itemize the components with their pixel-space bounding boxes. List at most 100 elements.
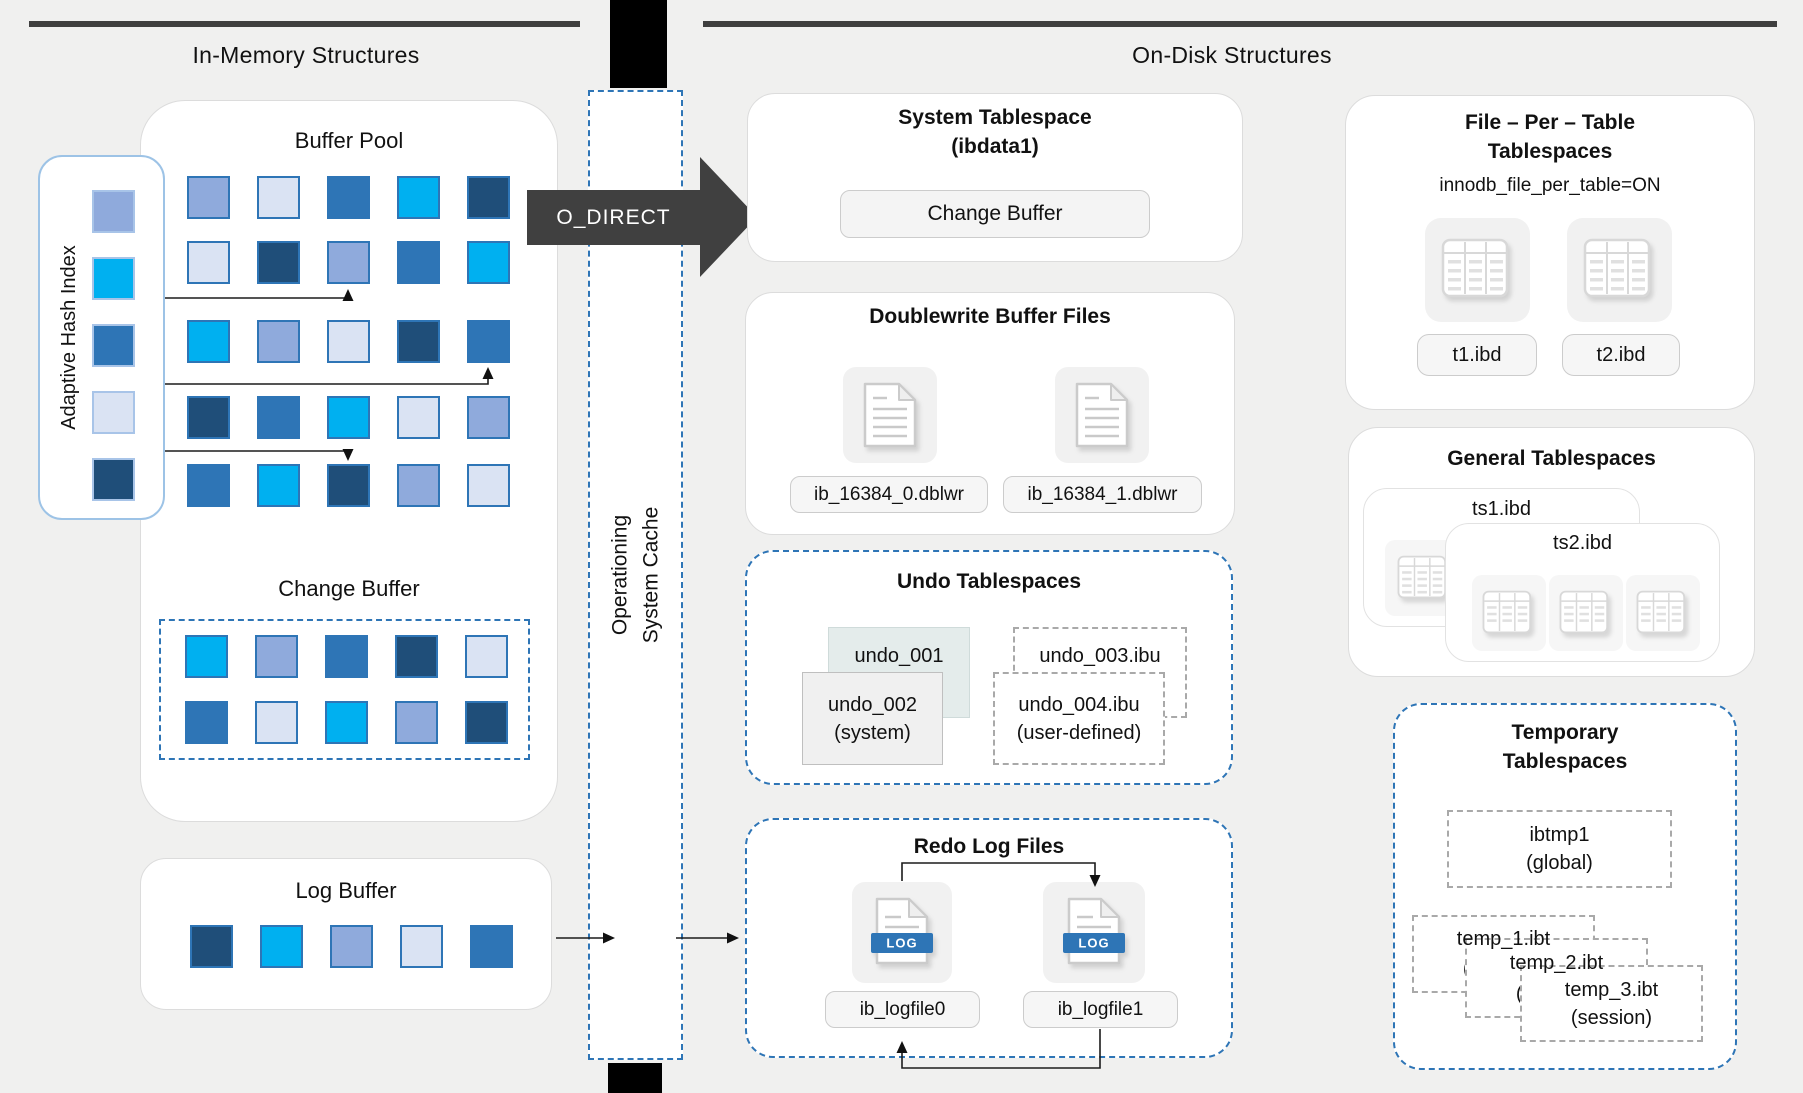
page-cell-medium xyxy=(327,176,370,219)
change-buffer-title: Change Buffer xyxy=(278,576,420,601)
undo-003-label: undo_003.ibu xyxy=(1039,645,1161,667)
buffer-pool-title: Buffer Pool xyxy=(294,128,404,153)
page-cell-periwinkle xyxy=(395,701,438,744)
page-cell-periwinkle xyxy=(255,635,298,678)
doublewrite-file-tile xyxy=(1055,367,1149,463)
table-icon xyxy=(1559,590,1609,633)
page-cell-periwinkle xyxy=(187,176,230,219)
page-cell-periwinkle xyxy=(330,925,373,968)
doublewrite-title: Doublewrite Buffer Files xyxy=(869,305,1111,328)
log-banner-text: LOG xyxy=(1078,935,1109,950)
page-cell-navy xyxy=(397,320,440,363)
change-buffer-box xyxy=(159,619,530,760)
doublewrite-file-label: ib_16384_1.dblwr xyxy=(1003,476,1202,513)
page-cell-navy xyxy=(187,396,230,439)
file-per-table-title: File – Per – Table Tablespaces innodb_fi… xyxy=(1345,108,1755,200)
adaptive-hash-index-label: Adaptive Hash Index xyxy=(57,245,80,430)
temp3-box: temp_3.ibt (session) xyxy=(1520,965,1703,1042)
os-cache-box: Operationing System Cache xyxy=(588,90,683,1060)
in-memory-header-rule xyxy=(29,21,580,27)
adaptive-hash-index-label-wrap: Adaptive Hash Index xyxy=(38,155,100,520)
o-direct-arrow: O_DIRECT xyxy=(527,157,757,277)
redo-log-title: Redo Log Files xyxy=(913,835,1065,858)
on-disk-header: On-Disk Structures xyxy=(1132,42,1332,68)
adaptive-hash-index-cells xyxy=(92,190,135,501)
page-cell-medium xyxy=(92,324,135,367)
page-cell-cyan xyxy=(325,701,368,744)
doublewrite-file-tile xyxy=(843,367,937,463)
buffer-pool-row xyxy=(187,241,510,284)
pipe-bar-bottom xyxy=(608,1063,662,1093)
page-cell-cyan xyxy=(467,241,510,284)
buffer-pool-row xyxy=(187,464,510,507)
page-cell-medium xyxy=(185,701,228,744)
page-cell-periwinkle xyxy=(257,320,300,363)
page-cell-cyan xyxy=(92,257,135,300)
log-file-icon: LOG xyxy=(1063,897,1125,964)
page-cell-periwinkle xyxy=(397,464,440,507)
page-cell-light xyxy=(255,701,298,744)
page-cell-navy xyxy=(190,925,233,968)
redo-log-file-label: ib_logfile1 xyxy=(1023,991,1178,1028)
page-cell-light xyxy=(465,635,508,678)
table-file-label: t1.ibd xyxy=(1417,334,1537,376)
page-cell-light xyxy=(400,925,443,968)
page-cell-cyan xyxy=(187,320,230,363)
ts2-table-tile xyxy=(1626,575,1700,651)
page-cell-light xyxy=(187,241,230,284)
file-per-table-subtitle: innodb_file_per_table=ON xyxy=(1439,175,1661,196)
buffer-pool-row xyxy=(187,320,510,363)
page-cell-periwinkle xyxy=(327,241,370,284)
table-icon xyxy=(1482,590,1532,633)
table-icon xyxy=(1441,238,1508,298)
table-file-tile xyxy=(1425,218,1530,322)
pipe-bar-top xyxy=(610,0,667,88)
page-cell-navy xyxy=(467,176,510,219)
page-cell-medium xyxy=(257,396,300,439)
undo-002-box: undo_002 (system) xyxy=(802,672,943,765)
temp3-label-line1: temp_3.ibt xyxy=(1564,978,1659,1001)
undo-002-label-line2: (system) xyxy=(834,721,911,744)
redo-log-file-tile: LOG xyxy=(852,882,952,983)
ts2-table-tile xyxy=(1549,575,1623,651)
ibtmp1-label-line2: (global) xyxy=(1526,852,1593,874)
ts2-label: ts2.ibd xyxy=(1553,532,1612,554)
system-tablespace-title-line2: (ibdata1) xyxy=(951,135,1039,158)
document-icon xyxy=(863,382,917,448)
page-cell-medium xyxy=(467,320,510,363)
buffer-pool-row xyxy=(187,396,510,439)
undo-tablespaces-title: Undo Tablespaces xyxy=(897,570,1081,593)
temp2-label-line1: temp_2.ibt xyxy=(1509,952,1604,974)
page-cell-periwinkle xyxy=(92,190,135,233)
page-cell-medium xyxy=(325,635,368,678)
doublewrite-file-label: ib_16384_0.dblwr xyxy=(790,476,988,513)
temporary-title-line1: Temporary xyxy=(1511,721,1619,744)
page-cell-medium xyxy=(187,464,230,507)
change-buffer-row xyxy=(185,701,508,744)
temporary-title-line2: Tablespaces xyxy=(1502,750,1628,773)
os-cache-label-line1: Operationing xyxy=(608,514,632,636)
page-cell-light xyxy=(257,176,300,219)
log-buffer-row xyxy=(190,925,513,968)
table-icon xyxy=(1397,555,1447,598)
page-cell-cyan xyxy=(260,925,303,968)
page-cell-medium xyxy=(397,241,440,284)
file-per-table-title-line1: File – Per – Table xyxy=(1464,111,1636,134)
page-cell-light xyxy=(327,320,370,363)
log-buffer-title: Log Buffer xyxy=(295,878,397,903)
log-file-icon: LOG xyxy=(871,897,933,964)
page-cell-cyan xyxy=(397,176,440,219)
general-tablespaces-title: General Tablespaces xyxy=(1447,447,1656,470)
page-cell-cyan xyxy=(257,464,300,507)
table-file-tile xyxy=(1567,218,1672,322)
table-icon xyxy=(1636,590,1686,633)
ts1-label: ts1.ibd xyxy=(1472,498,1531,520)
os-cache-label-line2: System Cache xyxy=(639,506,663,644)
table-file-label: t2.ibd xyxy=(1562,334,1680,376)
o-direct-arrow-shape xyxy=(527,157,757,277)
file-per-table-panel xyxy=(1345,95,1755,410)
system-change-buffer-pill: Change Buffer xyxy=(840,190,1150,238)
ibtmp1-label-line1: ibtmp1 xyxy=(1529,824,1590,846)
temp1-label-line1: temp_1.ibt xyxy=(1456,928,1551,950)
page-cell-light xyxy=(467,464,510,507)
